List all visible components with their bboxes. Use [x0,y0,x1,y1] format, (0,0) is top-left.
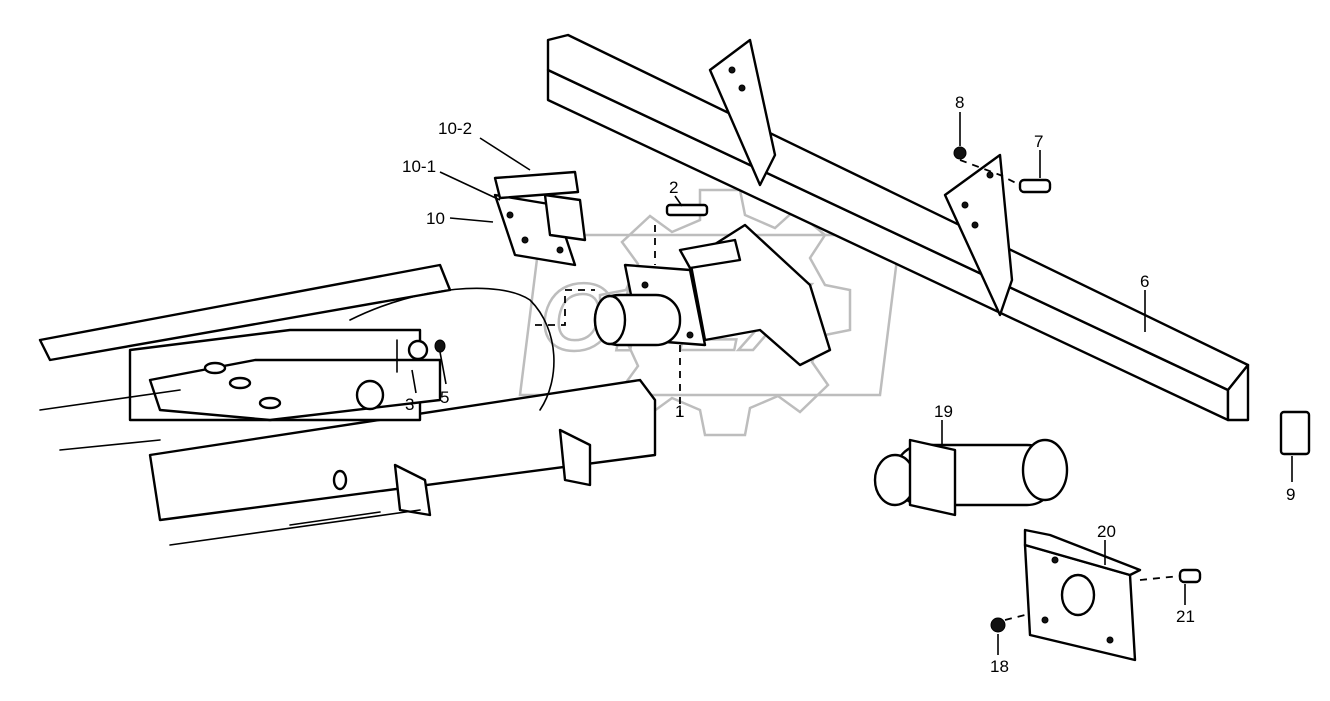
assembly-line [1004,614,1026,621]
callout-3: 3 [405,395,414,414]
part-19-coupling [873,438,1069,517]
bolt-hole [686,331,694,339]
frame-bracket [558,428,592,487]
assembly-line [1139,575,1181,581]
part-18-nut [990,617,1006,633]
leader-3 [411,369,417,394]
assembly-lines [535,159,1181,621]
leader-10 [449,217,494,223]
callout-19: 19 [934,402,953,421]
part-6-bracket-left [708,38,777,187]
callout-21: 21 [1176,607,1195,626]
frame-outline [39,389,421,546]
callout-8: 8 [955,93,964,112]
callout-labels: 1 2 3 5 6 7 8 9 10 10-1 10-2 18 19 20 21 [402,93,1295,676]
bolt-hole [728,66,736,74]
frame-cable [349,287,555,411]
coupling-end [593,294,627,346]
callout-18: 18 [990,657,1009,676]
callout-1: 1 [675,402,684,421]
callout-10-1: 10-1 [402,157,436,176]
bolt-hole [506,211,514,219]
rear-beam-assembly [546,33,1250,422]
bolt-hole [971,221,979,229]
frame-rear-hole [332,469,348,491]
bolt-hole [986,171,994,179]
part-3-washer [355,379,385,411]
frame-rear-crossmember [148,378,657,522]
part-8-washer [953,146,967,160]
leader-2 [674,195,683,207]
leader-5 [439,351,447,385]
bolt-hole [641,281,649,289]
part-20-mounting-plate [1023,528,1142,662]
hitch-bracket-assembly [493,170,587,267]
callout-20: 20 [1097,522,1116,541]
part-7-bolt [1018,178,1052,194]
assembly-line [959,159,1021,186]
bolt-washer-group [953,146,1052,194]
bolt-hole [1106,636,1114,644]
bolt-hole [556,246,564,254]
bolt-hole [961,201,969,209]
part-5-nut [434,339,446,353]
part-10-2-handle [493,170,580,200]
bolt-hole [738,84,746,92]
part-20-hole [1060,573,1096,617]
washer-nut-group [355,339,446,411]
part-6-beam-end [1226,363,1250,422]
coupling-lever [678,238,742,270]
frame-hole [203,361,227,375]
vehicle-frame [38,263,657,546]
part-6-bracket-right [943,153,1014,317]
callout-5: 5 [440,388,449,407]
trailer-coupling [593,203,832,367]
callout-9: 9 [1286,485,1295,504]
frame-bracket [393,463,432,517]
bolt-hole [1051,556,1059,564]
frame-hole [258,396,282,410]
leader-10-2 [479,137,531,171]
part-21-bolt [1178,568,1202,584]
part-10-1-clamp [543,193,587,242]
callout-10: 10 [426,209,445,228]
part-3-nut [407,339,429,361]
bolt-hole [1041,616,1049,624]
leader-10-1 [439,171,501,201]
frame-hole [228,376,252,390]
assembly-line [535,289,595,326]
part-19-flange [1021,438,1069,502]
bolt-hole [521,236,529,244]
callout-10-2: 10-2 [438,119,472,138]
part-9-end-cap [1279,410,1311,456]
part-20-flange [1023,528,1142,577]
part-19-plate [908,438,957,517]
part-2-bolt [665,203,709,217]
leader-lines [411,112,1293,655]
callout-7: 7 [1034,132,1043,151]
callout-6: 6 [1140,272,1149,291]
callout-2: 2 [669,178,678,197]
